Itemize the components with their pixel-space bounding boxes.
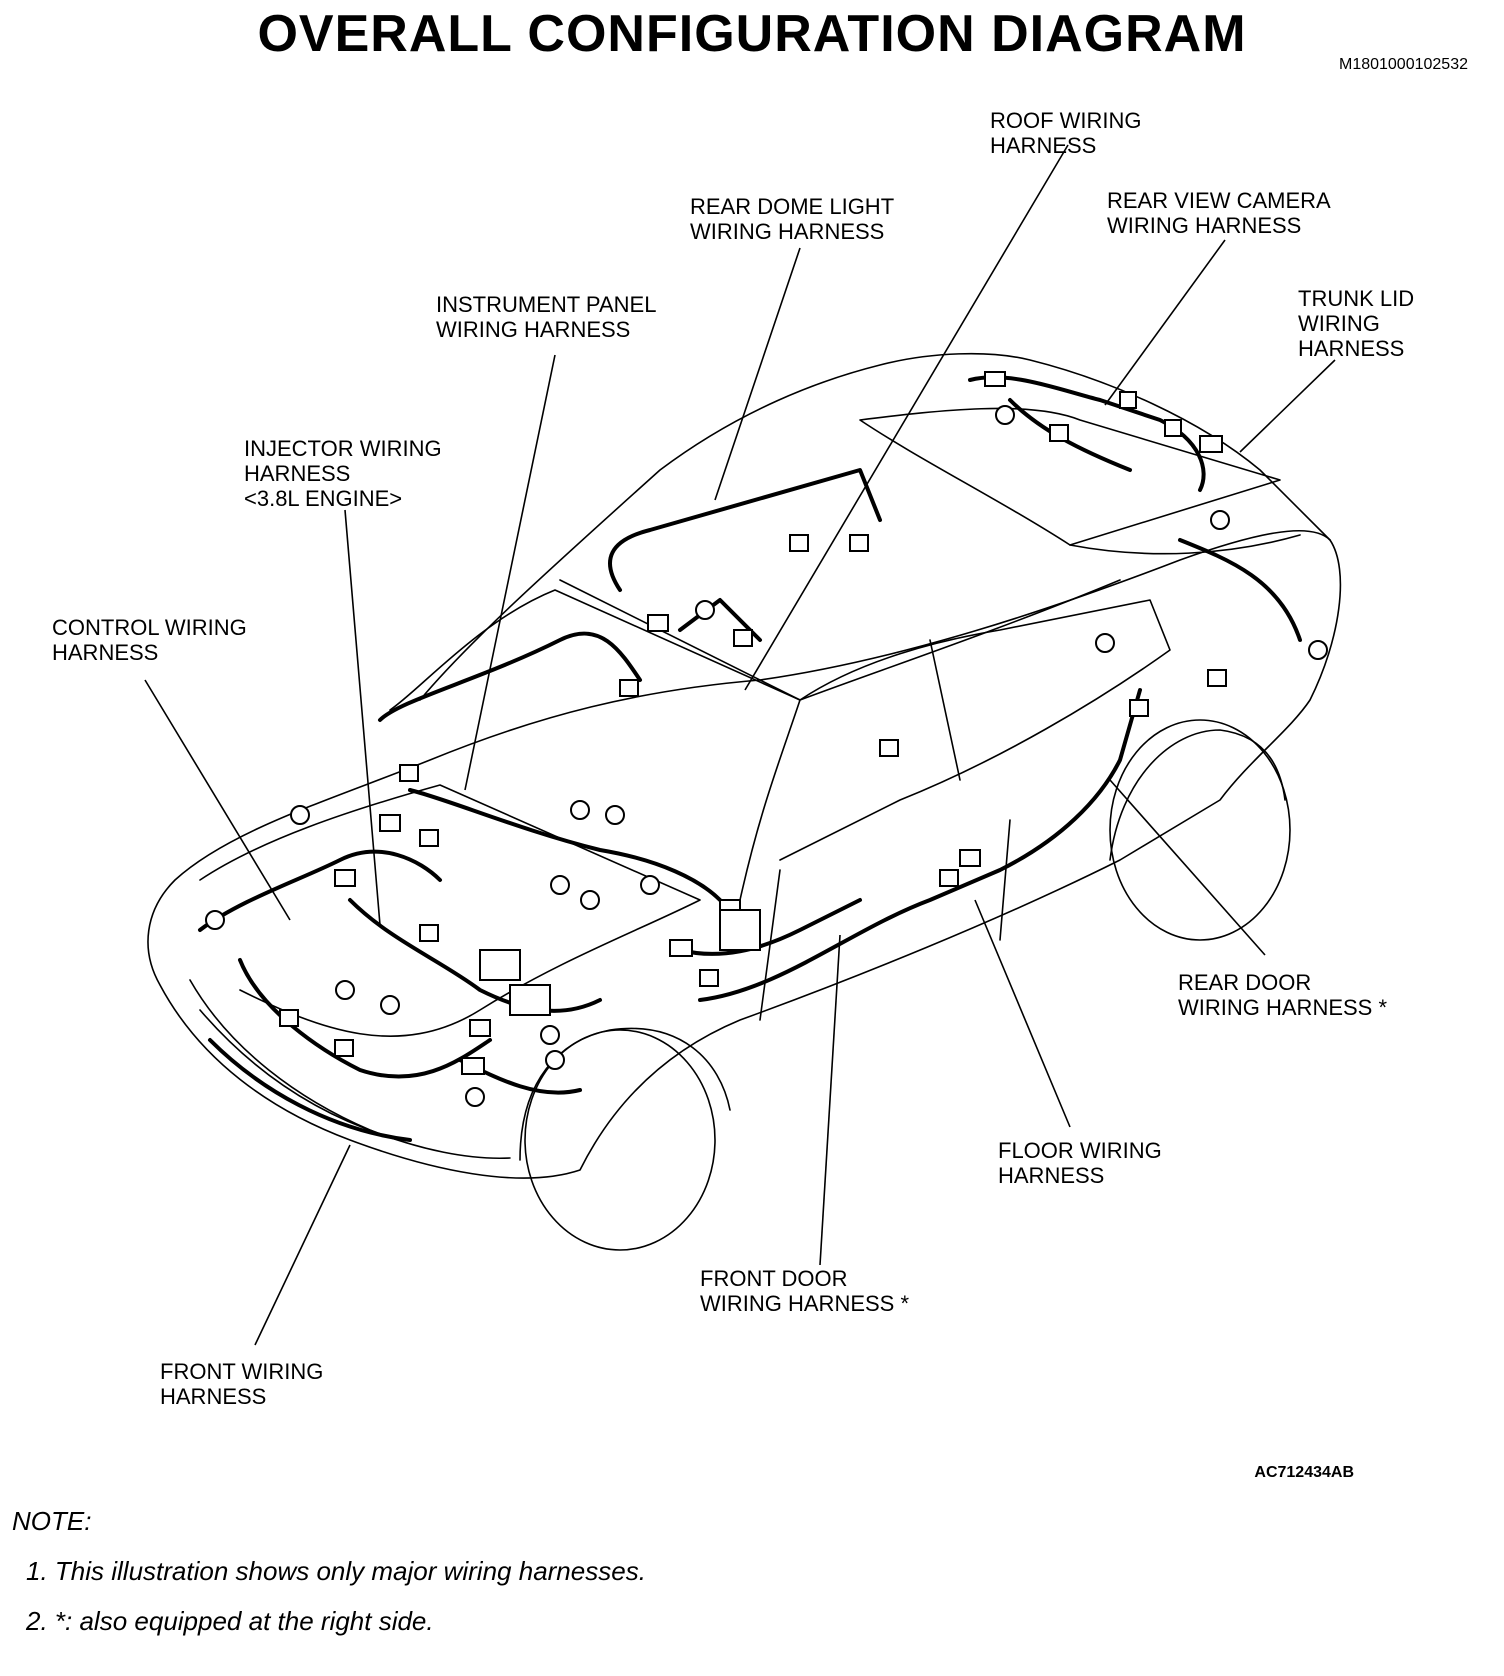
connector: [1049, 424, 1069, 442]
connector: [879, 739, 899, 757]
label-roof-wiring-harness: ROOF WIRING HARNESS: [990, 108, 1142, 158]
connector: [399, 764, 419, 782]
connector: [279, 1009, 299, 1027]
connector: [619, 679, 639, 697]
connector: [465, 1087, 485, 1107]
connector: [334, 1039, 354, 1057]
connector: [335, 980, 355, 1000]
connector: [540, 1025, 560, 1045]
connector: [939, 869, 959, 887]
connector: [419, 924, 439, 942]
figure-id: AC712434AB: [1254, 1464, 1354, 1481]
connector: [789, 534, 809, 552]
connector: [1129, 699, 1149, 717]
note-item-1: 1. This illustration shows only major wi…: [26, 1556, 646, 1586]
connector: [380, 995, 400, 1015]
connector: [1199, 435, 1223, 453]
connector: [545, 1050, 565, 1070]
connector: [605, 805, 625, 825]
connector: [640, 875, 660, 895]
connector: [469, 1019, 491, 1037]
connector: [205, 910, 225, 930]
connector: [647, 614, 669, 632]
connector: [699, 969, 719, 987]
connector: [550, 875, 570, 895]
connector: [995, 405, 1015, 425]
connector: [580, 890, 600, 910]
connector: [984, 371, 1006, 387]
connector: [1207, 669, 1227, 687]
harness-routes: [198, 375, 1302, 1142]
label-trunk-lid-wiring-harness: TRUNK LID WIRING HARNESS: [1298, 286, 1415, 361]
connector: [1308, 640, 1328, 660]
connector: [695, 600, 715, 620]
connector: [849, 534, 869, 552]
connector: [733, 629, 753, 647]
label-front-door-wiring-harness: FRONT DOOR WIRING HARNESS *: [700, 1266, 910, 1316]
label-rear-door-wiring-harness: REAR DOOR WIRING HARNESS *: [1178, 970, 1388, 1020]
connector: [1164, 419, 1182, 437]
connector: [290, 805, 310, 825]
junction-block: [719, 909, 761, 951]
label-instrument-panel-wiring-harness: INSTRUMENT PANEL WIRING HARNESS: [436, 292, 657, 342]
note-heading: NOTE:: [12, 1506, 92, 1536]
connector: [1119, 391, 1137, 409]
connector: [570, 800, 590, 820]
leader-lines: [144, 144, 1336, 1346]
label-injector-wiring-harness: INJECTOR WIRING HARNESS <3.8L ENGINE>: [244, 436, 442, 511]
document-id: M1801000102532: [1338, 56, 1468, 73]
label-rear-dome-light-wiring-harness: REAR DOME LIGHT WIRING HARNESS: [690, 194, 895, 244]
connector: [1210, 510, 1230, 530]
connector: [419, 829, 439, 847]
label-control-wiring-harness: CONTROL WIRING HARNESS: [52, 615, 247, 665]
label-rear-view-camera-wiring-harness: REAR VIEW CAMERA WIRING HARNESS: [1107, 188, 1331, 238]
connectors: [205, 371, 1328, 1107]
connector: [959, 849, 981, 867]
car-body-outline: [147, 352, 1342, 1251]
connector: [461, 1057, 485, 1075]
relay-box: [509, 984, 551, 1016]
label-floor-wiring-harness: FLOOR WIRING HARNESS: [998, 1138, 1162, 1188]
connector: [379, 814, 401, 832]
label-front-wiring-harness: FRONT WIRING HARNESS: [160, 1359, 324, 1409]
page-title: OVERALL CONFIGURATION DIAGRAM: [257, 5, 1247, 63]
connector: [1095, 633, 1115, 653]
connector: [334, 869, 356, 887]
note-item-2: 2. *: also equipped at the right side.: [26, 1606, 434, 1636]
battery: [479, 949, 521, 981]
connector: [669, 939, 693, 957]
